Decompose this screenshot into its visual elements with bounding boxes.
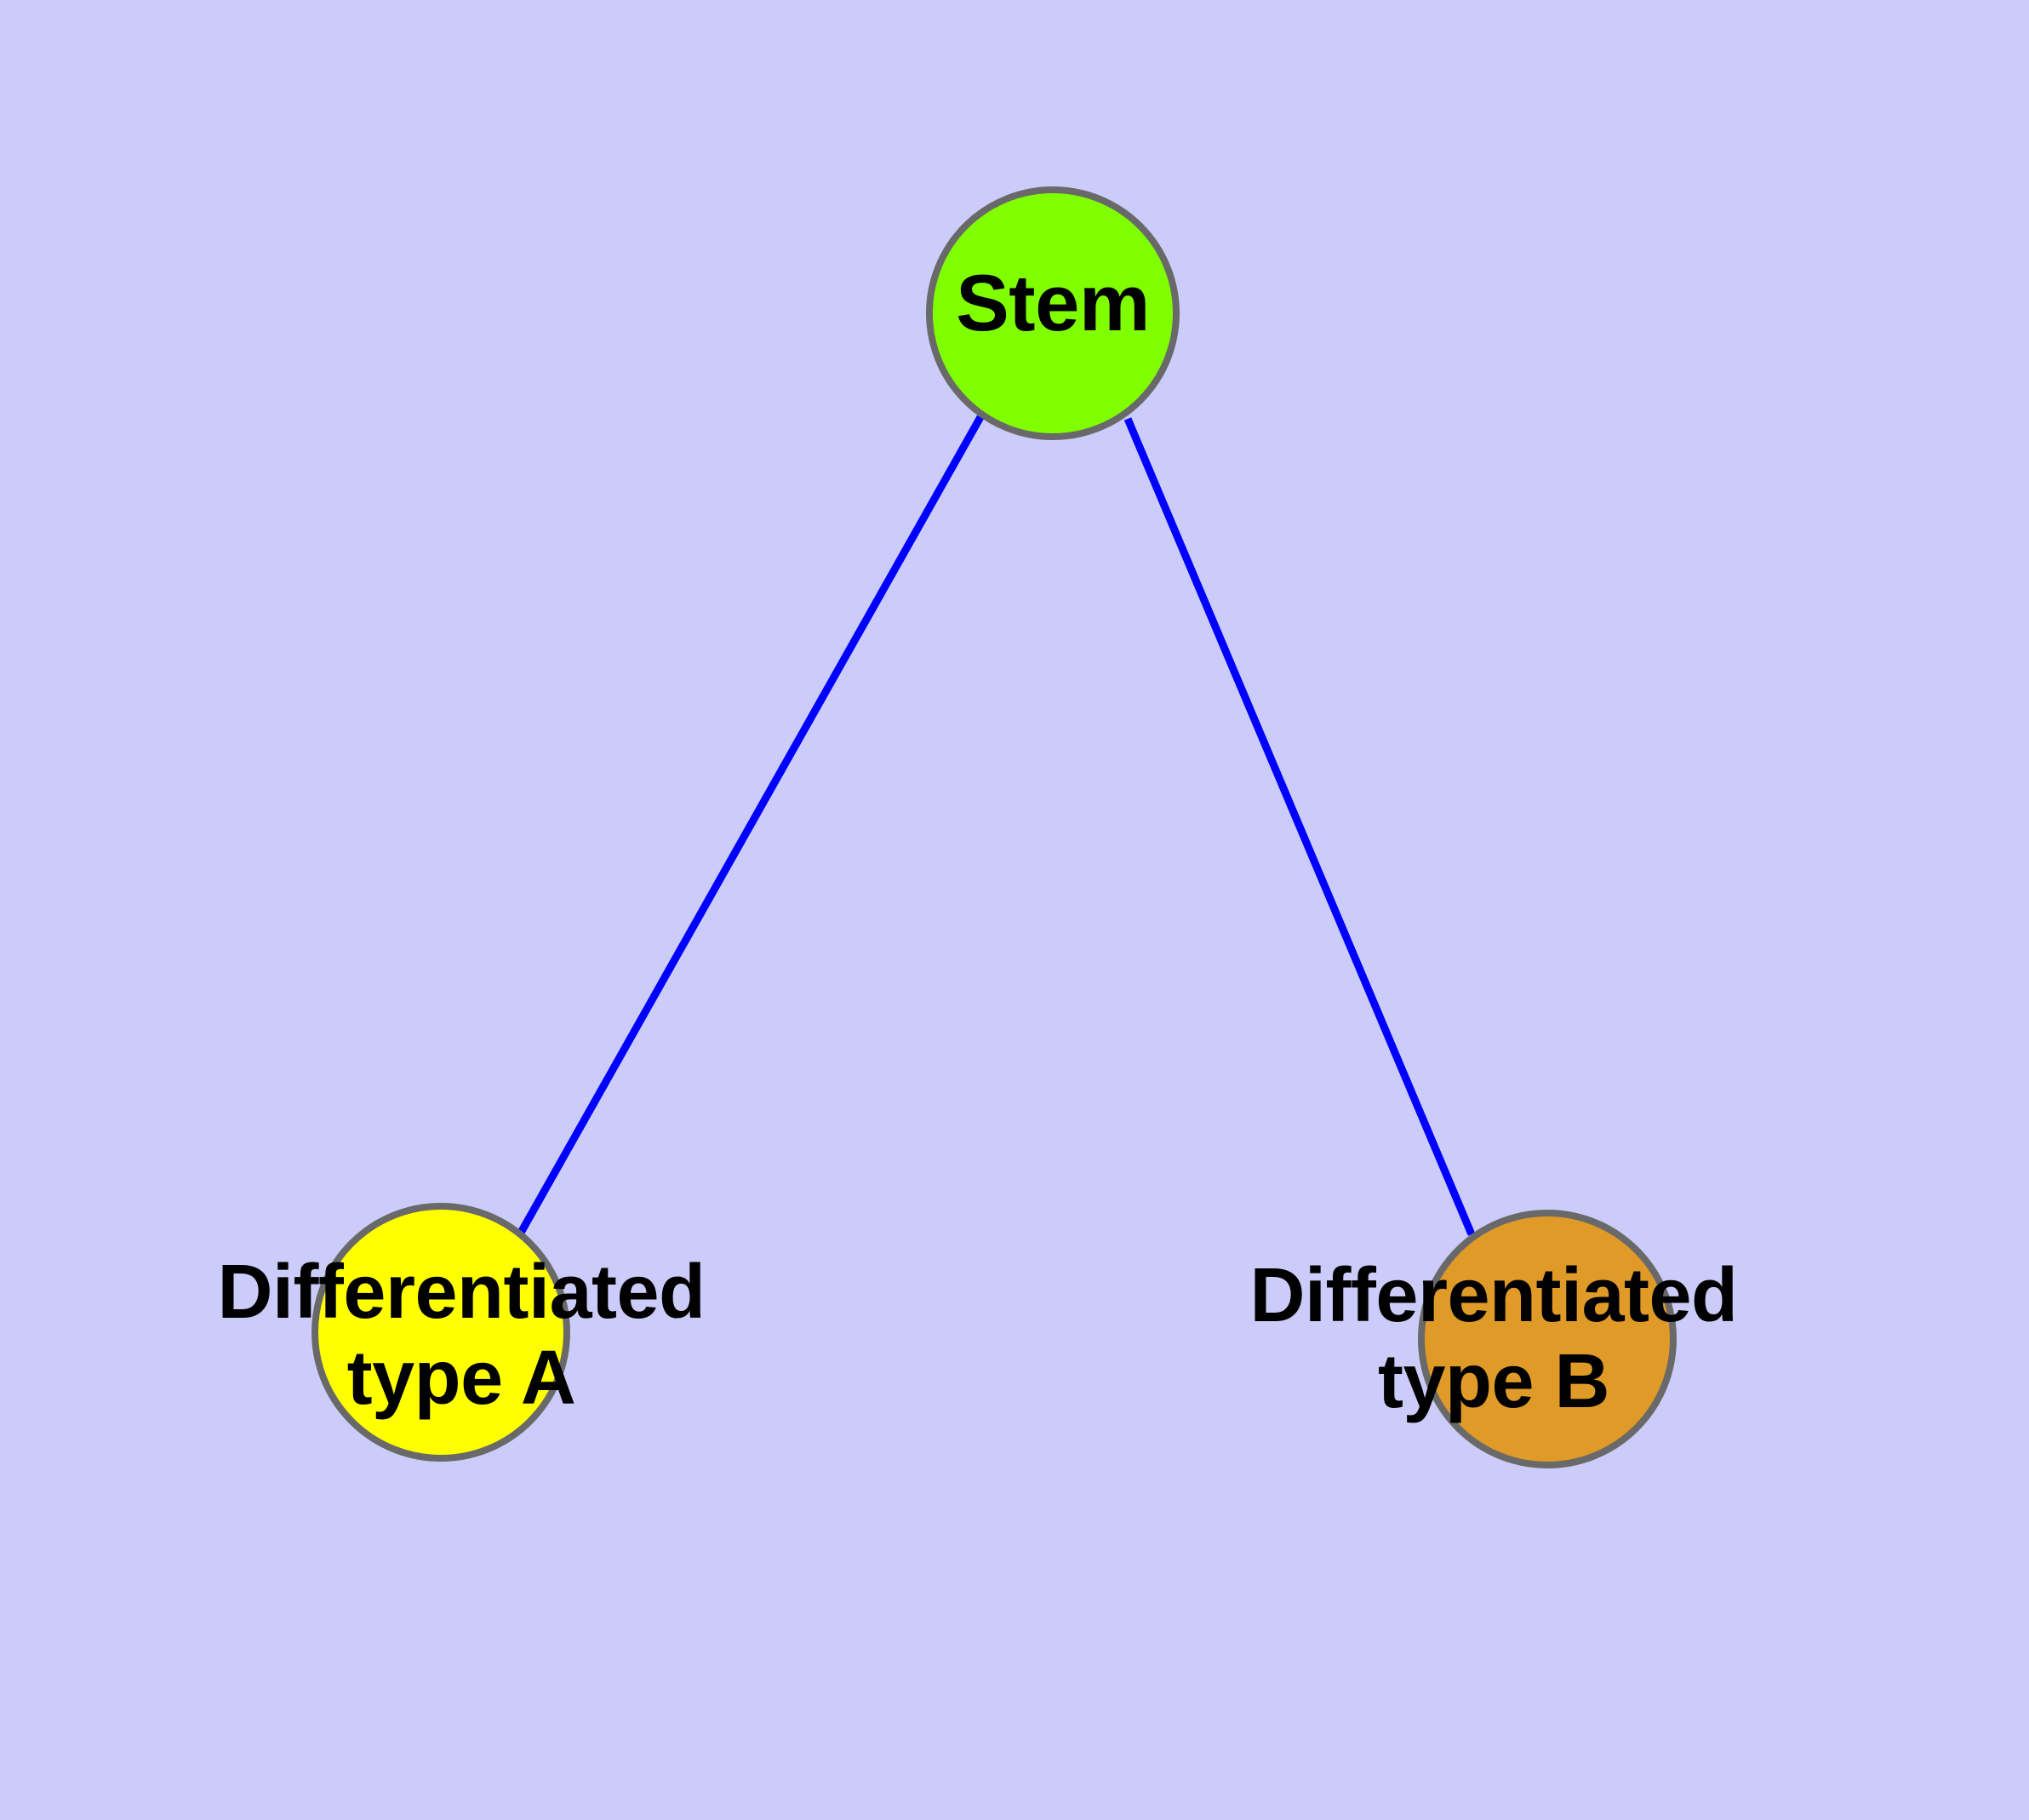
node-stem-label: Stem	[797, 258, 1308, 347]
node-stem-label-line-1: Stem	[956, 258, 1150, 347]
node-differentiated-type-b-label-line-2: type B	[1377, 1338, 1610, 1424]
edge-stem-to-differentiated-type-b	[1123, 417, 1476, 1236]
node-differentiated-type-b-label-line-1: Differentiated	[1249, 1253, 1738, 1338]
node-stem[interactable]	[926, 186, 1180, 440]
node-differentiated-type-a-label-line-1: Differentiated	[217, 1250, 706, 1335]
node-differentiated-type-a[interactable]	[311, 1203, 570, 1462]
node-differentiated-type-a-label: Differentiated type A	[121, 1250, 802, 1422]
node-differentiated-type-b-label: Differentiated type B	[1153, 1253, 1834, 1425]
edge-stem-to-differentiated-type-a	[517, 415, 984, 1235]
node-differentiated-type-b[interactable]	[1418, 1210, 1677, 1468]
node-differentiated-type-a-label-line-2: type A	[346, 1335, 576, 1421]
